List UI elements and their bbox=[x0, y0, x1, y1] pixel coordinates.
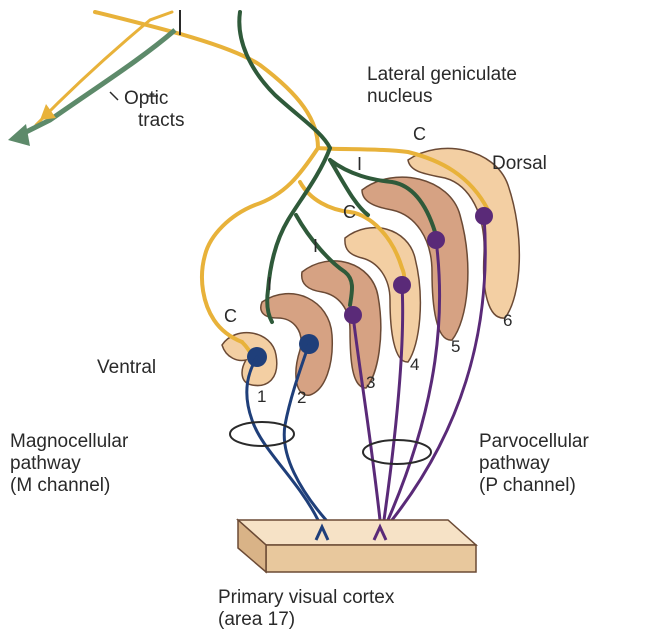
lgn-line2: nucleus bbox=[367, 86, 517, 108]
layer-number-4: 4 bbox=[410, 355, 419, 374]
optic-tracts-line2: tracts bbox=[138, 110, 184, 132]
ventral-label: Ventral bbox=[97, 357, 156, 379]
dorsal-label: Dorsal bbox=[492, 153, 547, 175]
layer-number-3: 3 bbox=[366, 373, 375, 392]
mark-i-layer5: I bbox=[357, 154, 362, 174]
magno-line2: pathway bbox=[10, 453, 128, 475]
mark-i-layer2: I bbox=[267, 274, 272, 294]
lgn-line1: Lateral geniculate bbox=[367, 64, 517, 86]
magno-line3: (M channel) bbox=[10, 475, 128, 497]
magno-label: Magnocellular pathway (M channel) bbox=[10, 431, 128, 497]
mark-c-layer1: C bbox=[224, 306, 237, 326]
parvo-line2: pathway bbox=[479, 453, 589, 475]
cortex-line1: Primary visual cortex bbox=[218, 587, 394, 609]
magno-line1: Magnocellular bbox=[10, 431, 128, 453]
layer-number-1: 1 bbox=[257, 387, 266, 406]
parvo-line3: (P channel) bbox=[479, 475, 589, 497]
cortex-line2: (area 17) bbox=[218, 609, 394, 631]
layer-number-2: 2 bbox=[297, 388, 306, 407]
mark-c-layer4: C bbox=[343, 202, 356, 222]
optic-tracts-label: Optic tracts bbox=[124, 88, 184, 132]
parvo-line1: Parvocellular bbox=[479, 431, 589, 453]
cortex-slab bbox=[238, 520, 476, 572]
optic-tracts-line1: Optic bbox=[124, 88, 184, 110]
layer-number-5: 5 bbox=[451, 337, 460, 356]
layer-number-6: 6 bbox=[503, 311, 512, 330]
parvo-bundle-ring bbox=[363, 440, 431, 464]
lgn-label: Lateral geniculate nucleus bbox=[367, 64, 517, 108]
parvo-label: Parvocellular pathway (P channel) bbox=[479, 431, 589, 497]
mark-i-layer3: I bbox=[313, 236, 318, 256]
cortex-label: Primary visual cortex (area 17) bbox=[218, 587, 394, 631]
mark-c-layer6: C bbox=[413, 124, 426, 144]
